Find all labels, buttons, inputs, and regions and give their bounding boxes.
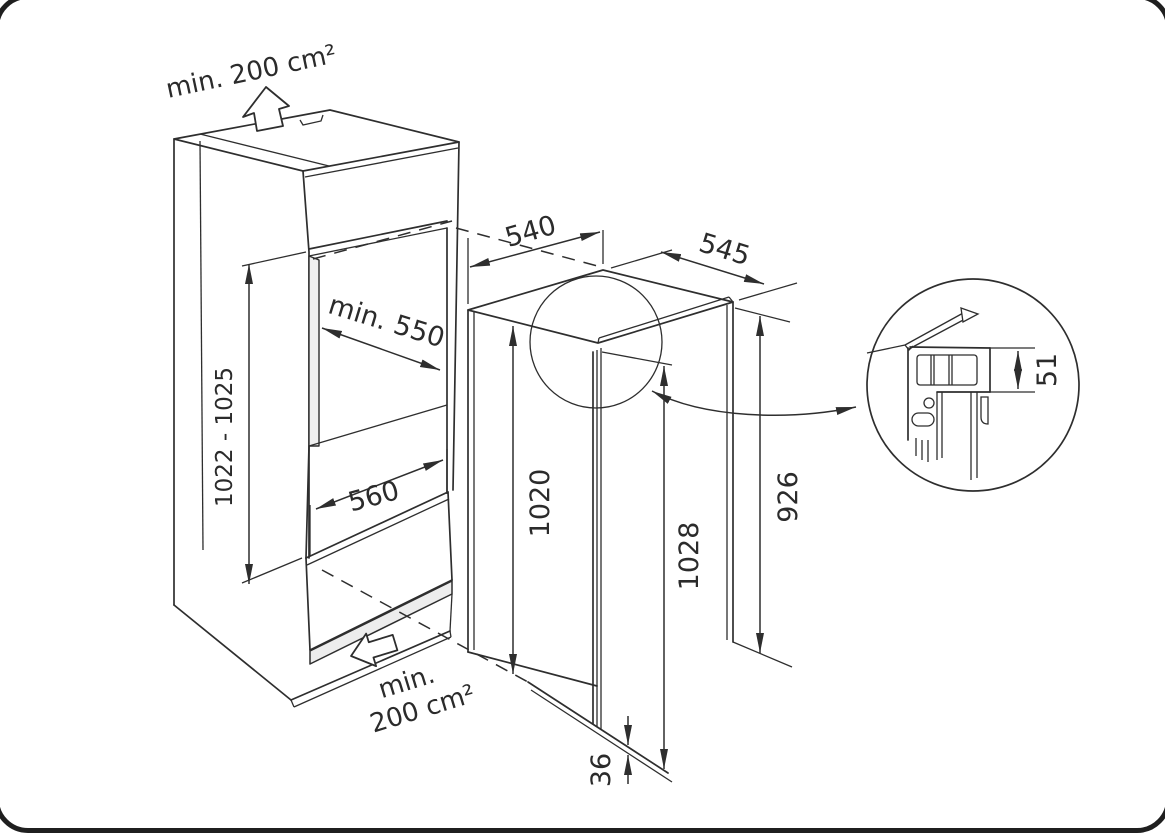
niche-depth-label: min. 550 bbox=[325, 290, 448, 355]
appliance-body bbox=[467, 269, 793, 783]
detail-circle bbox=[866, 278, 1080, 492]
niche-width-label: 560 bbox=[345, 475, 403, 518]
vent-arrow-bottom-icon bbox=[350, 632, 399, 668]
detail-callout-leader bbox=[529, 275, 857, 416]
side-height-label: 926 bbox=[773, 471, 804, 523]
appliance-height-label: 1020 bbox=[525, 469, 556, 538]
vent-arrow-top-icon bbox=[242, 86, 290, 132]
callout-circle bbox=[529, 275, 663, 409]
appliance-width-label: 540 bbox=[502, 210, 560, 254]
bottom-gap-label: 36 bbox=[586, 753, 617, 787]
hinge-pin-icon bbox=[904, 307, 980, 350]
hinge-detail-view bbox=[866, 278, 1080, 492]
niche-height-label: 1022 - 1025 bbox=[212, 367, 238, 507]
dimension-lines bbox=[241, 230, 798, 784]
detail-height-label: 51 bbox=[1032, 353, 1063, 387]
vent-top-label: min. 200 cm² bbox=[163, 39, 339, 104]
door-height-label: 1028 bbox=[674, 522, 705, 591]
